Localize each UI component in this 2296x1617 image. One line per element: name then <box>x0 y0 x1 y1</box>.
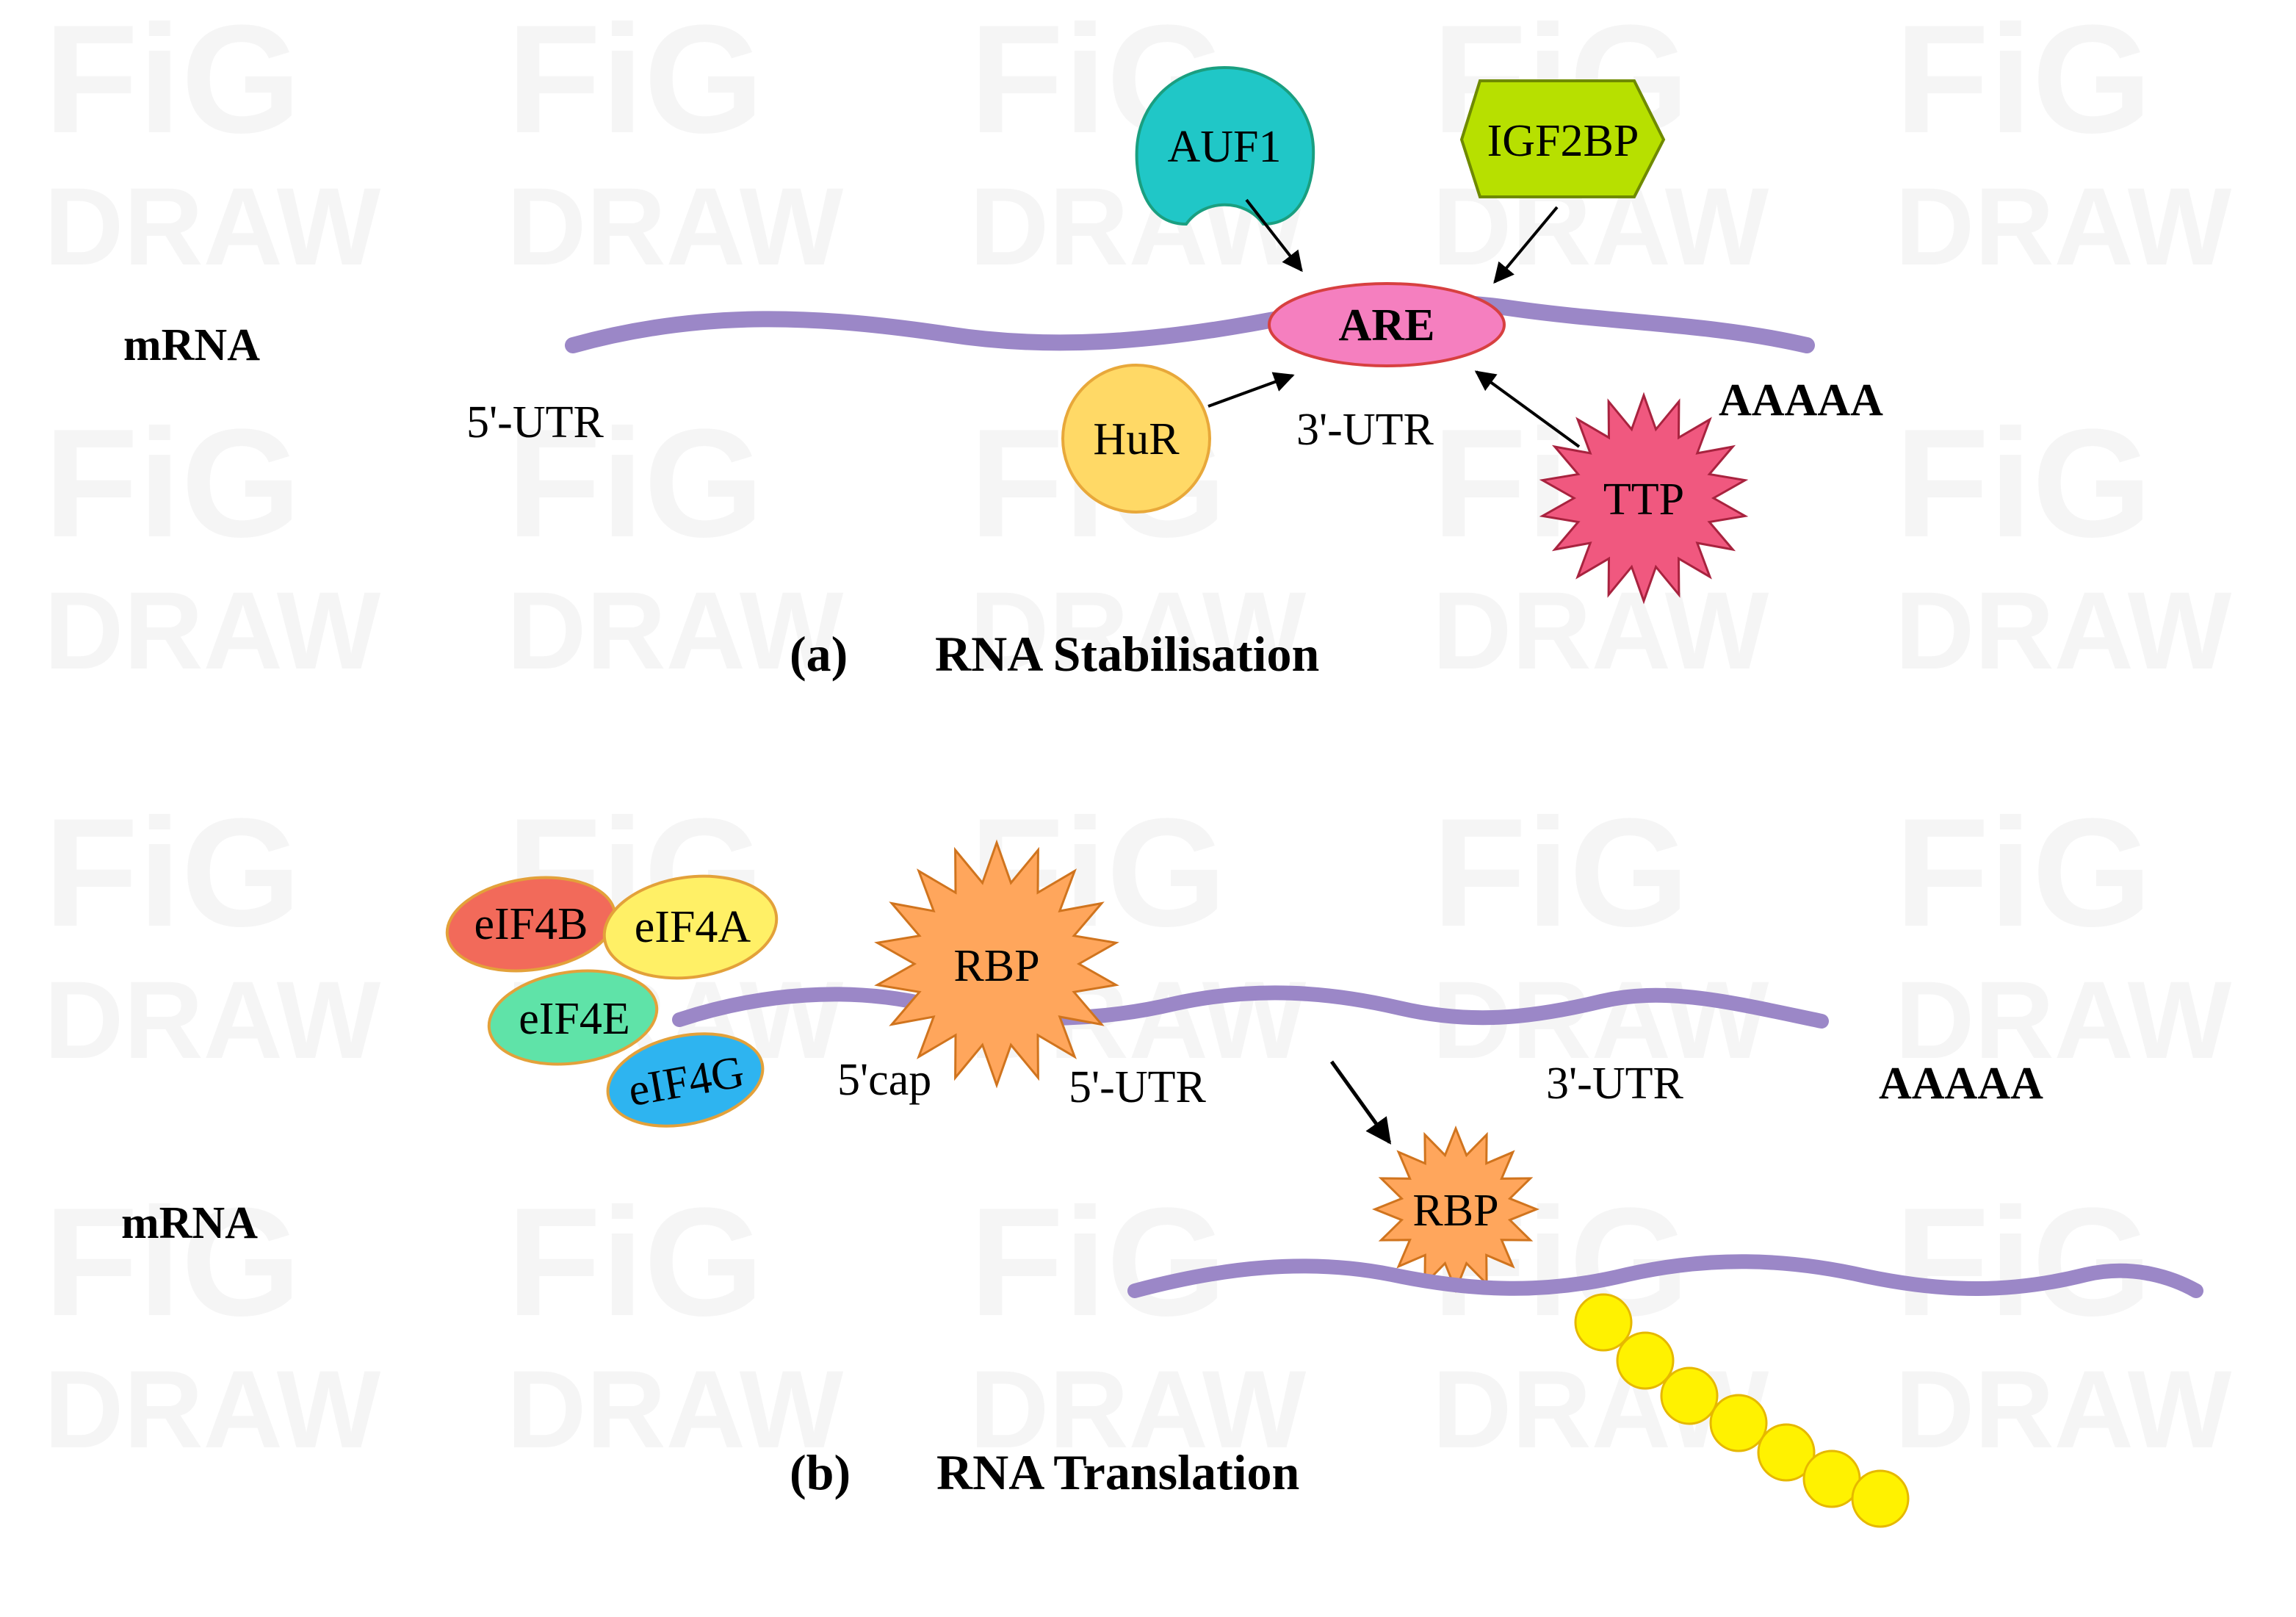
watermark-text: FiG <box>507 1175 764 1348</box>
eif4e-label: eIF4E <box>519 994 630 1044</box>
amino-acid-bead <box>1851 1469 1910 1528</box>
mrna-label-b: mRNA <box>121 1198 258 1248</box>
watermark-text: FiG <box>507 397 764 569</box>
watermark-text: DRAW <box>44 165 381 288</box>
mrna-strand-b-bottom <box>1127 1254 2203 1298</box>
watermark-text: FiG <box>507 0 764 165</box>
are-label: ARE <box>1339 300 1435 350</box>
watermark-text: DRAW <box>507 165 844 288</box>
watermark-text: FiG <box>1895 0 2152 165</box>
igf2bp-shape <box>1459 79 1666 198</box>
watermark-text: DRAW <box>1895 1347 2232 1471</box>
watermark-text: FiG <box>1895 1175 2152 1348</box>
rbp-bottom-label: RBP <box>1412 1186 1498 1236</box>
rbp-top-label: RBP <box>953 941 1039 991</box>
caption-letter-a: (a) <box>790 626 848 682</box>
auf1-label: AUF1 <box>1167 122 1281 172</box>
five-utr-label-a: 5'-UTR <box>466 397 604 447</box>
watermark-text: DRAW <box>970 1347 1307 1471</box>
eif4b-label: eIF4B <box>474 899 588 949</box>
ttp-shape <box>1539 392 1749 605</box>
hur-label: HuR <box>1093 414 1180 464</box>
poly-a-label-b: AAAAA <box>1879 1059 2043 1109</box>
eif4g-shape <box>606 1032 765 1128</box>
panel-b-translation: eIF4B eIF4A eIF4E eIF4G RBP 5'cap 5'-UTR… <box>121 839 2203 1528</box>
watermark-text: DRAW <box>44 569 381 692</box>
ttp-label: TTP <box>1603 475 1684 525</box>
amino-acid-bead <box>1616 1331 1675 1390</box>
watermark-text: FiG <box>1895 397 2152 569</box>
three-utr-label-a: 3'-UTR <box>1296 405 1434 455</box>
watermark-text: DRAW <box>44 958 381 1081</box>
eif4e-shape <box>487 969 659 1066</box>
amino-acid-bead <box>1574 1293 1633 1352</box>
watermark-text: FiG <box>44 397 301 569</box>
amino-acid-bead <box>1709 1394 1768 1452</box>
amino-acid-bead <box>1757 1423 1816 1482</box>
three-utr-label-b: 3'-UTR <box>1546 1059 1683 1109</box>
eif4a-shape <box>602 874 779 980</box>
igf2bp-label: IGF2BP <box>1487 116 1639 166</box>
panel-a-stabilisation: mRNA 5'-UTR 3'-UTR AAAAA ARE AUF1 IGF2BP… <box>123 65 1883 682</box>
hur-shape <box>1061 364 1211 514</box>
watermark-text: FiG <box>1895 786 2152 959</box>
auf1-shape <box>1135 65 1315 226</box>
watermark: FiGDRAWFiGDRAWFiGDRAWFiGDRAWFiGDRAWFiGDR… <box>44 0 2232 1471</box>
mrna-label-a: mRNA <box>123 320 260 370</box>
watermark-text: FiG <box>970 1175 1227 1348</box>
watermark-text: FiG <box>44 1175 301 1348</box>
watermark-text: DRAW <box>1432 569 1769 692</box>
rbp-top-shape <box>874 839 1119 1089</box>
caption-title-a: RNA Stabilisation <box>935 626 1319 682</box>
five-utr-label-b: 5'-UTR <box>1069 1062 1206 1112</box>
peptide-chain <box>1574 1293 1910 1528</box>
watermark-text: FiG <box>1432 786 1689 959</box>
caption-letter-b: (b) <box>790 1444 851 1500</box>
arrow-translation-down <box>1329 1060 1392 1145</box>
five-cap-label: 5'cap <box>837 1055 931 1105</box>
are-element <box>1268 282 1506 367</box>
mrna-strand-b-top <box>672 985 1829 1029</box>
watermark-text: DRAW <box>507 1347 844 1471</box>
eif4a-label: eIF4A <box>635 902 751 952</box>
watermark-text: DRAW <box>1895 958 2232 1081</box>
arrow-igf2bp-to-are <box>1493 206 1559 284</box>
watermark-text: DRAW <box>44 1347 381 1471</box>
watermark-text: DRAW <box>507 569 844 692</box>
poly-a-label-a: AAAAA <box>1719 375 1883 425</box>
arrow-ttp-to-are <box>1474 370 1581 448</box>
amino-acid-bead <box>1660 1366 1719 1425</box>
watermark-text: FiG <box>44 0 301 165</box>
arrow-hur-to-are <box>1207 372 1295 408</box>
watermark-text: DRAW <box>970 569 1307 692</box>
watermark-text: DRAW <box>1895 569 2232 692</box>
mrna-strand-a <box>565 294 1815 353</box>
watermark-text: DRAW <box>1895 165 2232 288</box>
caption-title-b: RNA Translation <box>936 1444 1299 1500</box>
watermark-text: FiG <box>44 786 301 959</box>
arrow-auf1-to-are <box>1245 198 1303 273</box>
